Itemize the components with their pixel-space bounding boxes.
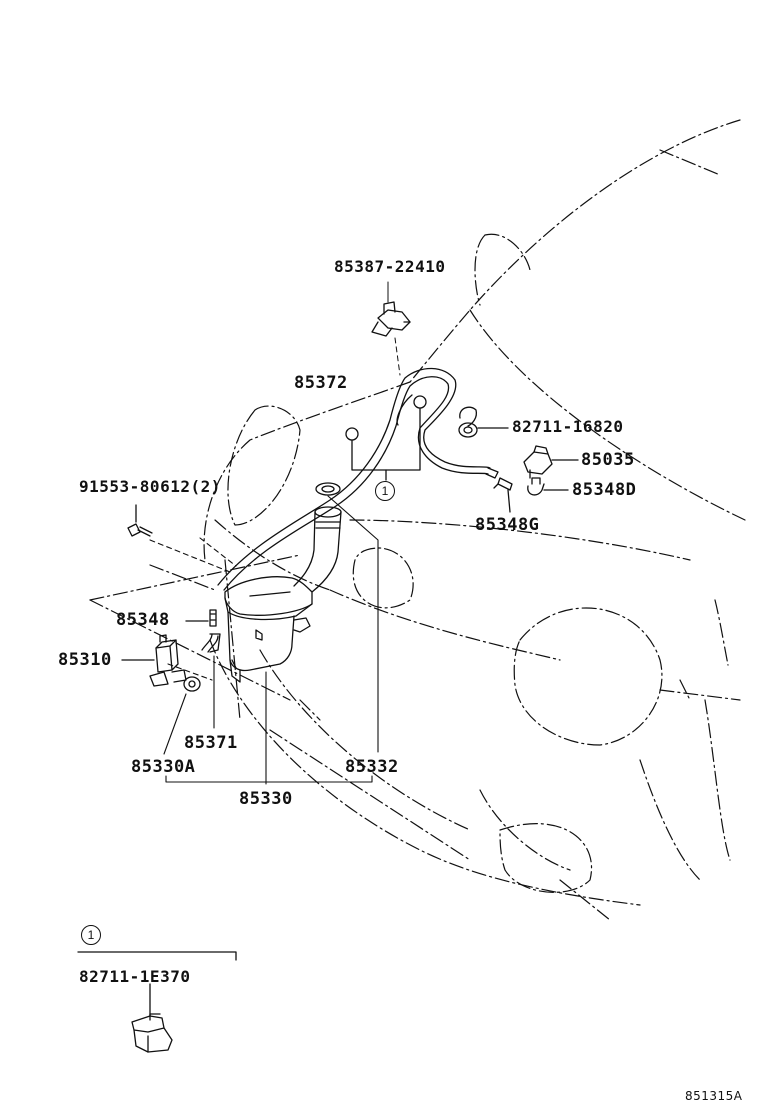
callout-box — [77, 951, 237, 1053]
washer-nozzle-85035 — [523, 445, 553, 479]
label-85387: 85387-22410 — [334, 257, 446, 276]
label-85330A: 85330A — [131, 757, 196, 777]
hose-joint-85348 — [209, 609, 217, 627]
label-85371: 85371 — [184, 733, 238, 753]
hose-clip-b — [413, 395, 427, 409]
washer-pump-85310 — [149, 634, 187, 687]
hose-clip-82711 — [458, 406, 478, 438]
label-85035: 85035 — [581, 450, 635, 470]
bolt-91553 — [127, 523, 153, 537]
label-85372: 85372 — [294, 373, 348, 393]
label-91553: 91553-80612(2) — [79, 477, 221, 496]
filler-cap-gasket — [315, 482, 341, 496]
washer-hose-85372 — [217, 367, 499, 591]
label-85310: 85310 — [58, 650, 112, 670]
label-85348D: 85348D — [572, 480, 637, 500]
callout-marker-hose: 1 — [375, 481, 395, 501]
grommet-85330A — [183, 676, 201, 692]
label-85330: 85330 — [239, 789, 293, 809]
label-85332: 85332 — [345, 757, 399, 777]
hose-bracket-85387 — [371, 301, 411, 337]
hose-clip-a — [345, 427, 359, 441]
filler-neck — [293, 506, 342, 593]
hose-joint-85348D — [527, 477, 545, 496]
leader-lines — [149, 495, 379, 785]
label-82711-1E370: 82711-1E370 — [79, 967, 191, 986]
label-85348: 85348 — [116, 610, 170, 630]
washer-reservoir-85330 — [224, 576, 313, 683]
diagram-code: 851315A — [685, 1089, 743, 1103]
callout-marker-box: 1 — [81, 925, 101, 945]
hose-joint-85348G — [493, 477, 513, 491]
car-body-outline — [89, 119, 746, 921]
callout-bracket — [351, 407, 421, 471]
label-82711-16820: 82711-16820 — [512, 417, 624, 436]
label-85348G: 85348G — [475, 515, 540, 535]
washer-hose-85371 — [201, 633, 221, 653]
